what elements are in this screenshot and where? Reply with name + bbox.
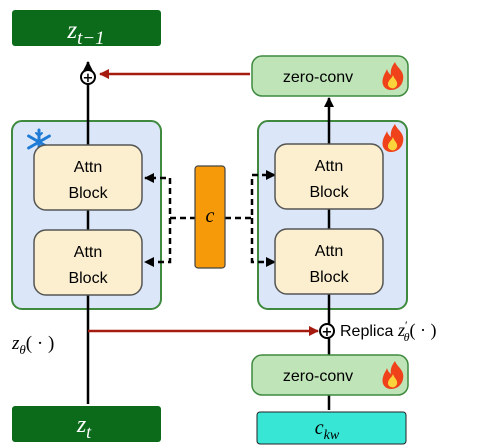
- condition-ckw-label: ckw: [315, 417, 340, 443]
- fire-icon: [382, 62, 404, 90]
- input-latent-label: zt: [76, 412, 92, 442]
- trainable-attn-block-1-line1: Attn: [315, 158, 343, 175]
- zero-conv-bottom-label: zero-conv: [283, 368, 353, 385]
- zero-conv-top-label: zero-conv: [283, 69, 353, 86]
- trainable-attn-block-2-line1: Attn: [315, 243, 343, 260]
- frozen-attn-block-2: [33, 229, 143, 296]
- sum-node-replica: +: [319, 323, 335, 340]
- output-latent-label: zt−1: [66, 17, 104, 49]
- condition-ckw-box: [256, 411, 407, 445]
- frozen-attn-block-2-line2: Block: [68, 270, 108, 287]
- c-to-frozen-block1-arrow: [144, 173, 196, 220]
- output-latent-box: [12, 10, 161, 46]
- sum-node-top: +: [80, 69, 96, 86]
- trainable-attn-block-1-line2: Block: [309, 184, 349, 201]
- c-to-trainable-block1-arrow: [225, 170, 276, 220]
- replica-model-label: z′θ( · ): [397, 318, 437, 344]
- c-to-frozen-block2-arrow: [144, 218, 172, 267]
- trainable-attn-block-2-line2: Block: [309, 269, 349, 286]
- frozen-attn-block-1-line1: Attn: [74, 159, 102, 176]
- fire-icon: [382, 124, 404, 152]
- zero-conv-bottom-box: [251, 354, 409, 396]
- trainable-attn-block-1: [274, 143, 384, 210]
- trainable-attn-block-2: [274, 228, 384, 295]
- frozen-attn-block-1-line2: Block: [68, 185, 108, 202]
- svg-text:+: +: [83, 71, 94, 86]
- replica-label: Replica: [340, 323, 393, 340]
- c-to-trainable-block2-arrow: [250, 218, 276, 267]
- fire-icon: [382, 361, 404, 389]
- zero-conv-top-box: [251, 55, 409, 97]
- frozen-attn-block-1: [33, 144, 143, 211]
- input-latent-box: [12, 406, 161, 442]
- svg-text:+: +: [322, 325, 333, 340]
- condition-c-box: [194, 165, 226, 269]
- condition-c-label: c: [206, 205, 215, 227]
- frozen-model-label: zθ( · ): [11, 333, 54, 357]
- frozen-attn-block-2-line1: Attn: [74, 244, 102, 261]
